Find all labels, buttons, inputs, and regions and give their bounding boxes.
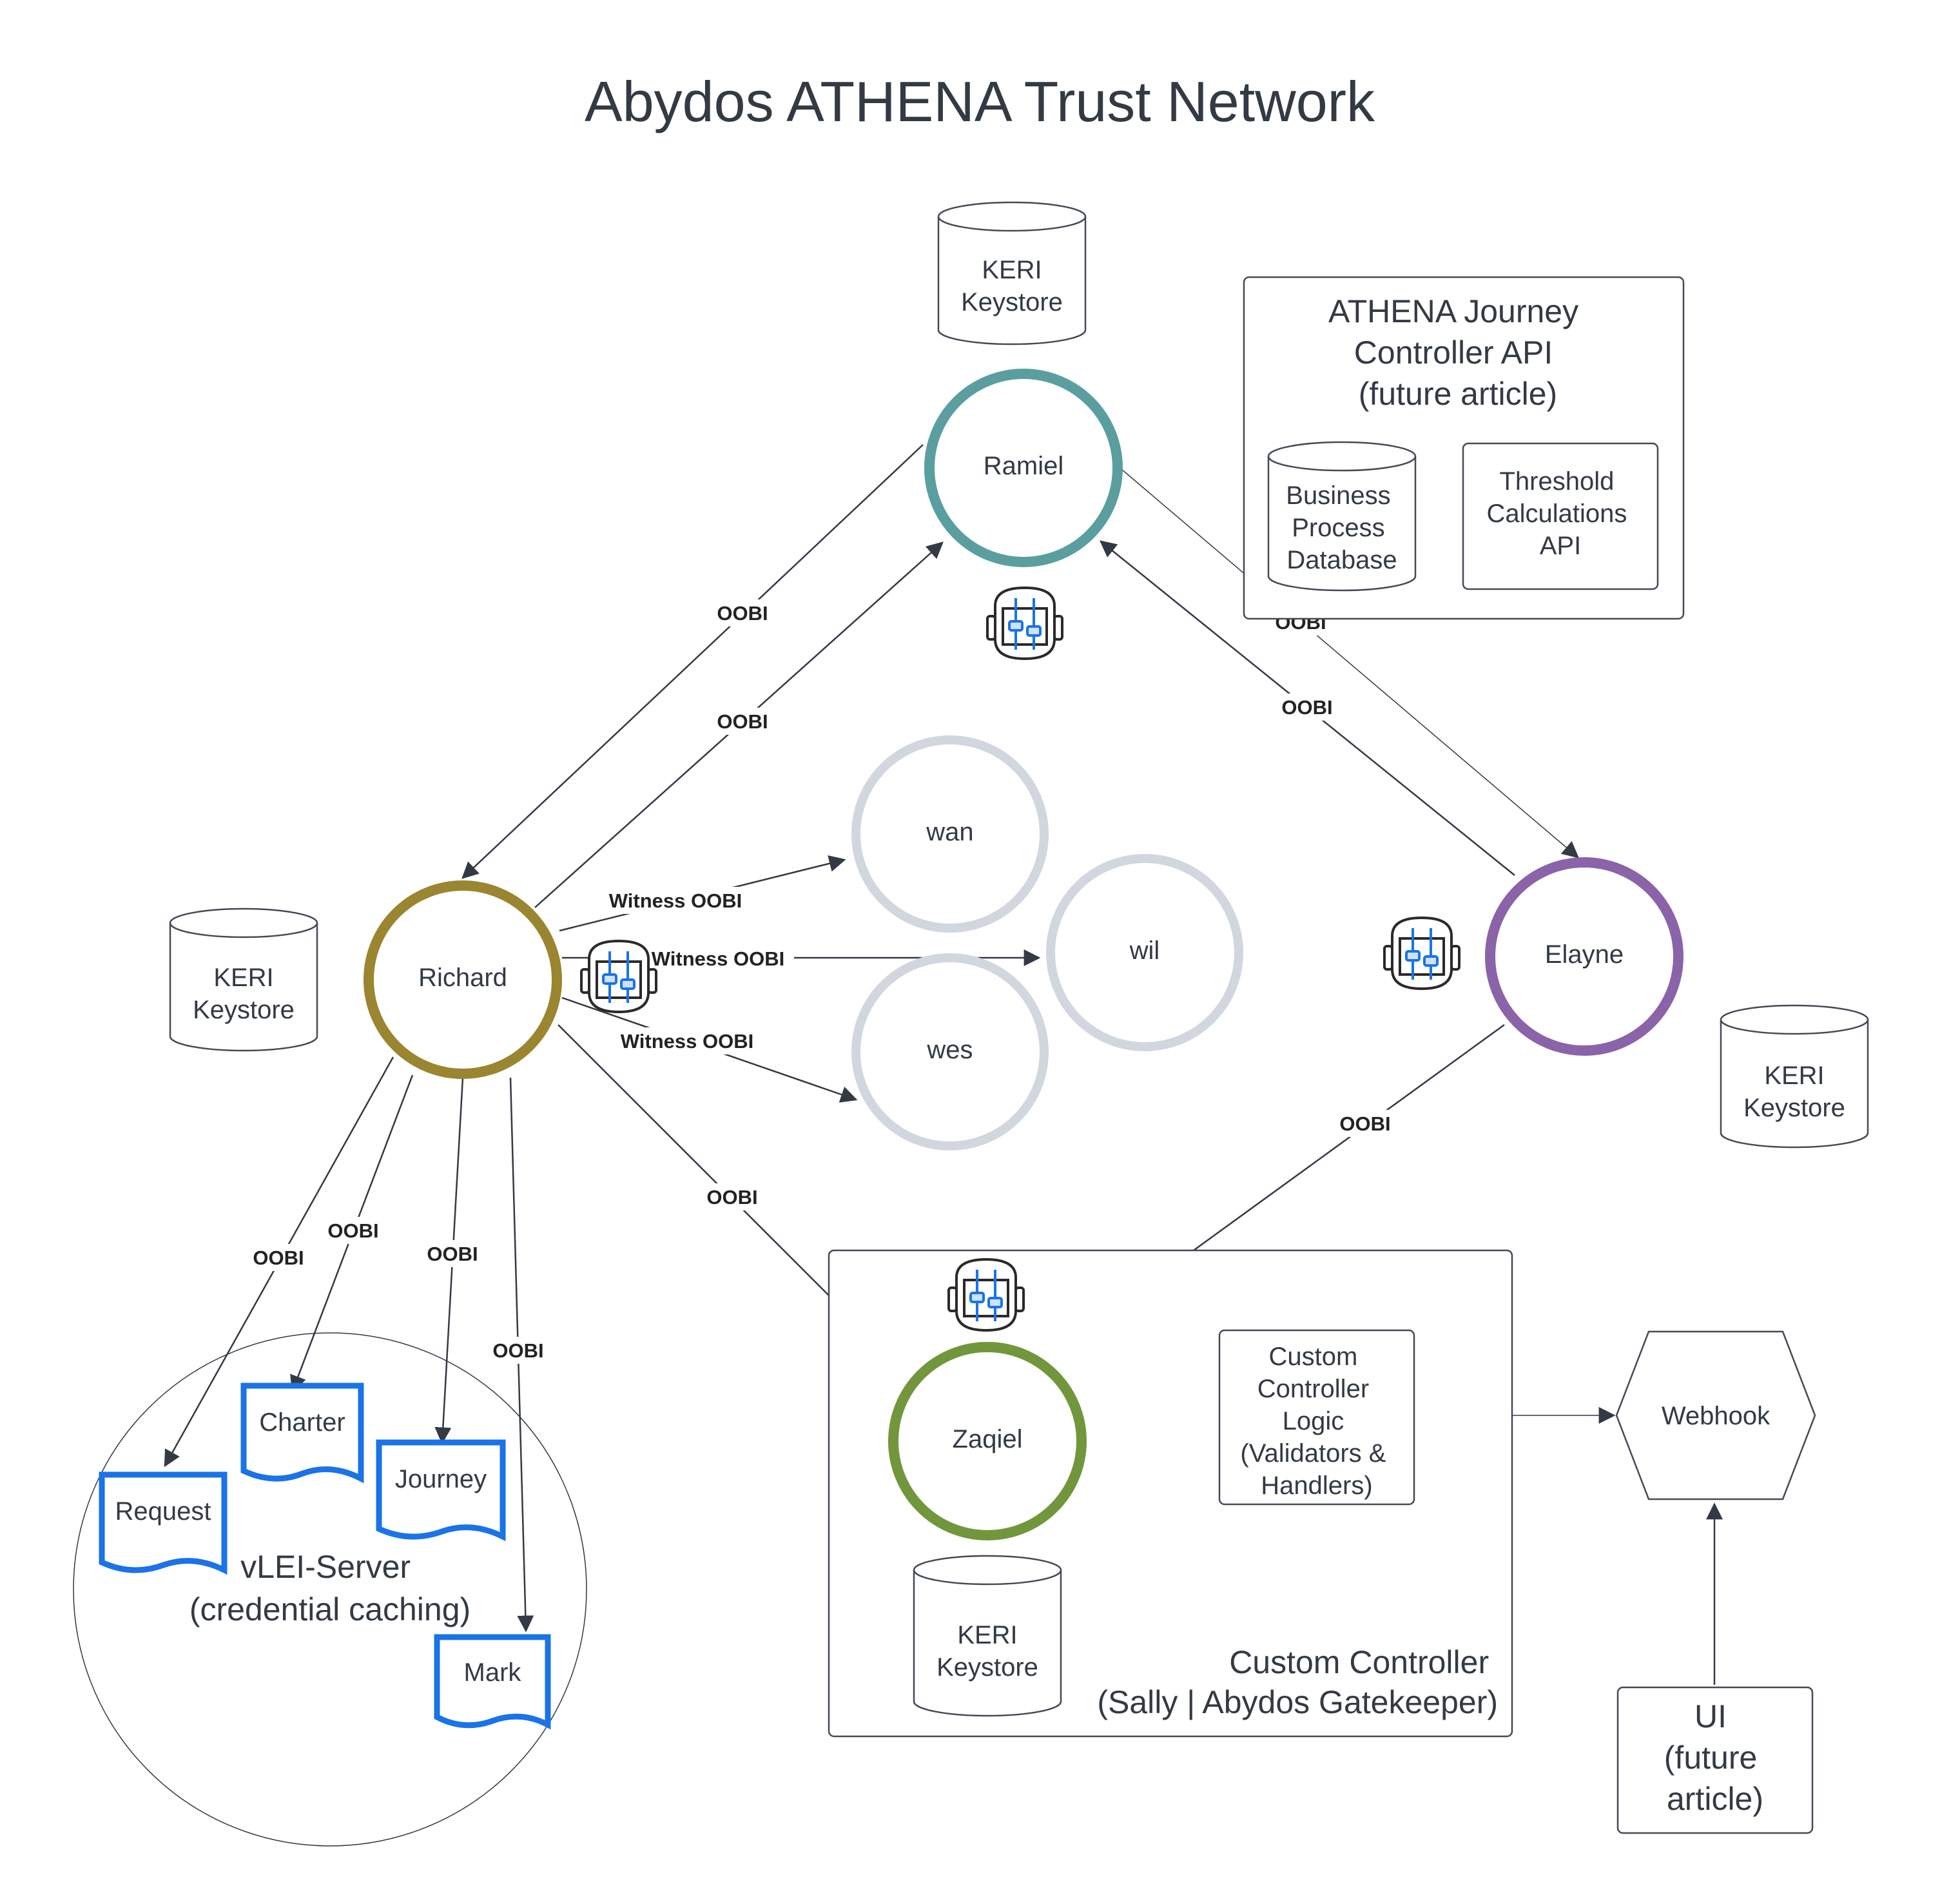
keystore-bottom-line1: KERI — [957, 1621, 1017, 1649]
keystore-left-line2: Keystore — [193, 996, 295, 1024]
keystore-right: KERI Keystore — [1720, 1004, 1869, 1149]
custom-controller-title-line1: Custom Controller — [1229, 1644, 1489, 1680]
ui-line1: UI — [1694, 1698, 1727, 1734]
label-oobi-richard-zaqiel: OOBI — [706, 1186, 757, 1208]
doc-charter[interactable]: Charter — [240, 1383, 364, 1484]
svg-text:Threshold Calculations: Threshold Calculations API — [1486, 467, 1634, 560]
node-zaqiel[interactable]: Zaqiel — [888, 1342, 1087, 1540]
athena-api-title-line1: ATHENA Journey — [1328, 293, 1578, 329]
logic-line3: Logic — [1283, 1407, 1344, 1435]
node-elayne-label: Elayne — [1545, 940, 1624, 969]
label-oobi-elayne-ramiel: OOBI — [1281, 696, 1332, 719]
doc-request-label: Request — [115, 1497, 211, 1526]
logic-line5: Handlers) — [1261, 1471, 1372, 1500]
label-witness-oobi-wes: Witness OOBI — [621, 1030, 753, 1053]
keystore-left-line1: KERI — [213, 964, 273, 992]
athena-api-title-line2: Controller API — [1354, 335, 1553, 371]
keystore-top-line1: KERI — [982, 256, 1042, 284]
node-richard-label: Richard — [418, 964, 507, 992]
keystore-top-line2: Keystore — [961, 288, 1063, 316]
node-richard[interactable]: Richard — [364, 880, 562, 1079]
threshold-line3: API — [1540, 532, 1581, 560]
keystore-bottom: KERI Keystore — [913, 1555, 1062, 1717]
label-oobi-richard-ramiel: OOBI — [717, 710, 768, 733]
webhook-label: Webhook — [1662, 1402, 1771, 1430]
svg-text:Custom Controller (Sally: Custom Controller (Sally | Abydos Gateke… — [1097, 1644, 1498, 1720]
label-oobi-request: OOBI — [253, 1247, 304, 1269]
node-wes-label: wes — [926, 1036, 973, 1064]
logic-line1: Custom — [1269, 1343, 1358, 1371]
custom-controller-logic[interactable]: Custom Controller Logic (Validators & Ha… — [1218, 1329, 1415, 1506]
diagram-title: Abydos ATHENA Trust Network — [585, 70, 1375, 133]
keystore-right-line2: Keystore — [1743, 1094, 1845, 1122]
athena-api-box: ATHENA Journey Controller API (future ar… — [1243, 276, 1685, 620]
svg-text:UI (future article: UI (future article) — [1664, 1698, 1766, 1817]
business-process-database: Business Process Database — [1267, 441, 1417, 592]
doc-request[interactable]: Request — [99, 1471, 228, 1575]
threshold-line2: Calculations — [1486, 500, 1627, 528]
keystore-bottom-line2: Keystore — [936, 1653, 1038, 1682]
db-line1: Business — [1286, 481, 1390, 510]
edge-ramiel-richard — [461, 444, 924, 879]
edge-ramiel-elayne — [1121, 469, 1579, 859]
node-wan[interactable]: wan — [851, 735, 1049, 933]
vlei-server-title-line2: (credential caching) — [189, 1591, 471, 1627]
ui-line2: (future — [1664, 1740, 1758, 1776]
vlei-server-title-line1: vLEI-Server — [240, 1549, 411, 1585]
keystore-top: KERI Keystore — [937, 201, 1087, 345]
node-wes[interactable]: wes — [851, 953, 1049, 1150]
keystore-right-line1: KERI — [1764, 1062, 1824, 1090]
node-elayne[interactable]: Elayne — [1485, 857, 1683, 1056]
robot-icon-elayne — [1383, 917, 1460, 990]
robot-icon-ramiel — [986, 587, 1063, 660]
doc-mark[interactable]: Mark — [434, 1634, 551, 1730]
node-wil-label: wil — [1129, 936, 1160, 965]
svg-text:Business Process: Business Process Database — [1286, 481, 1397, 574]
label-oobi-journey: OOBI — [427, 1243, 478, 1265]
doc-journey[interactable]: Journey — [376, 1439, 506, 1542]
webhook-node[interactable]: Webhook — [1615, 1330, 1816, 1500]
node-ramiel-label: Ramiel — [984, 452, 1063, 480]
node-wan-label: wan — [926, 818, 973, 846]
node-zaqiel-label: Zaqiel — [953, 1425, 1023, 1453]
label-witness-oobi-wil: Witness OOBI — [652, 947, 784, 970]
db-line2: Process — [1292, 514, 1385, 542]
ui-line3: article) — [1667, 1781, 1763, 1817]
doc-mark-label: Mark — [464, 1658, 522, 1687]
athena-api-title-line3: (future article) — [1359, 376, 1557, 412]
ui-box[interactable]: UI (future article) — [1616, 1686, 1814, 1834]
svg-text:ATHENA Journey Controlle: ATHENA Journey Controller API (future ar… — [1328, 293, 1587, 412]
node-wil[interactable]: wil — [1046, 854, 1243, 1051]
doc-charter-label: Charter — [259, 1408, 345, 1437]
label-oobi-mark: OOBI — [492, 1339, 543, 1362]
threshold-calculations-api: Threshold Calculations API — [1462, 442, 1659, 590]
label-oobi-elayne-zaqiel: OOBI — [1339, 1112, 1390, 1135]
svg-text:vLEI-Server (credential: vLEI-Server (credential caching) — [189, 1549, 471, 1627]
vlei-server: vLEI-Server (credential caching) Request… — [73, 1332, 587, 1847]
logic-line4: (Validators & — [1240, 1439, 1386, 1468]
doc-journey-label: Journey — [395, 1465, 487, 1493]
logic-line2: Controller — [1257, 1375, 1369, 1403]
keystore-left: KERI Keystore — [169, 907, 318, 1052]
threshold-line1: Threshold — [1500, 467, 1615, 496]
custom-controller-title-line2: (Sally | Abydos Gatekeeper) — [1097, 1684, 1498, 1720]
node-ramiel[interactable]: Ramiel — [924, 369, 1123, 567]
label-oobi-charter: OOBI — [327, 1219, 378, 1242]
robot-icon-zaqiel — [947, 1258, 1025, 1332]
svg-text:Custom Controller: Custom Controller Logic (Validators & Ha… — [1240, 1343, 1393, 1500]
db-line3: Database — [1286, 546, 1397, 574]
edge-labels: OOBI OOBI OOBI OOBI Witness OOBI Witness… — [247, 599, 1396, 1364]
label-oobi-ramiel-richard: OOBI — [717, 602, 768, 625]
label-witness-oobi-wan: Witness OOBI — [609, 889, 742, 912]
robot-icon-richard — [580, 940, 657, 1013]
